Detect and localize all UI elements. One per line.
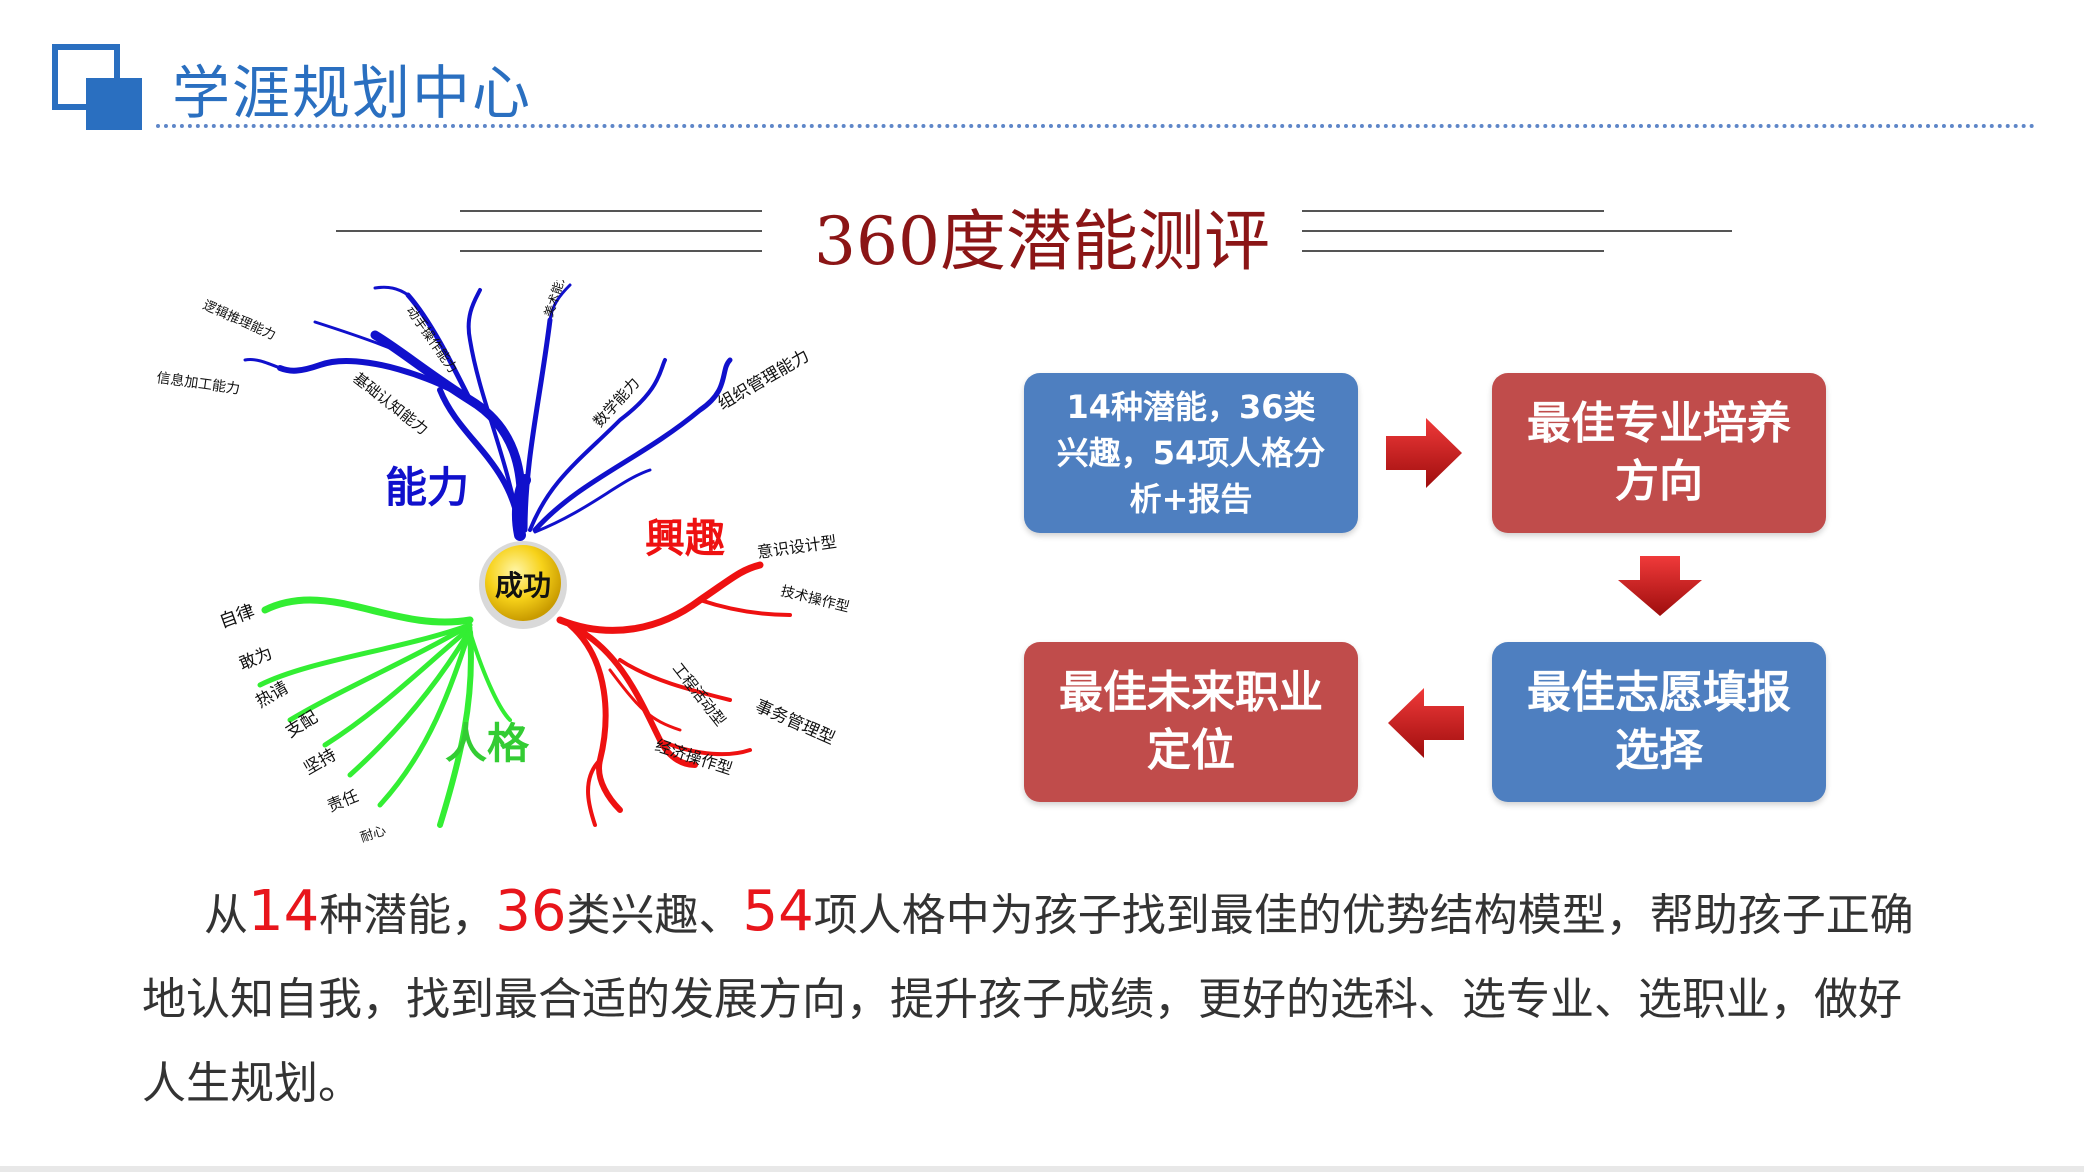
branch-label: 责任 (324, 786, 361, 816)
header-divider (156, 124, 2036, 128)
decor-line (1302, 210, 1604, 212)
desc-text: 从 (204, 890, 248, 941)
decor-line (1302, 250, 1604, 252)
branch-label: 信息加工能力 (155, 369, 241, 398)
branch-label: 技术操作型 (779, 583, 851, 615)
success-mindmap: 成功 能力 興趣 人格 逻辑推理能力 信息加工能力 基础认知能力 动手操作能力 … (155, 280, 851, 846)
branch-label: 基础认知能力 (350, 369, 432, 439)
highlight-number: 14 (248, 879, 320, 944)
branch-label: 美术能力 (542, 280, 570, 319)
interest-label: 興趣 (645, 515, 725, 562)
logo-icon (52, 44, 142, 130)
decor-line (460, 210, 762, 212)
personality-branches (257, 596, 512, 828)
page-title: 学涯规划中心 (172, 59, 533, 127)
branch-label: 组织管理能力 (715, 346, 813, 414)
description-paragraph: 从14种潜能，36类兴趣、54项人格中为孩子找到最佳的优势结构模型，帮助孩子正确… (142, 870, 1942, 1126)
arrow-left-icon (1388, 688, 1464, 758)
flow-box-career-positioning: 最佳未来职业 定位 (1024, 642, 1358, 802)
branch-label: 工程活动型 (669, 659, 729, 729)
desc-text: 项人格中为孩子找到最佳的优势结构模型，帮助孩子正确地认知自我，找到最合适的发展方… (142, 890, 1914, 1109)
success-ball (479, 541, 567, 629)
ability-label: 能力 (385, 463, 469, 512)
highlight-number: 36 (495, 879, 567, 944)
flow-box-analysis: 14种潜能，36类 兴趣，54项人格分 析+报告 (1024, 373, 1358, 533)
decor-line (1302, 230, 1732, 232)
bottom-divider (0, 1166, 2084, 1172)
branch-label: 逻辑推理能力 (200, 298, 277, 343)
branch-label: 支配 (282, 707, 321, 742)
section-title: 360度潜能测评 (814, 203, 1270, 280)
desc-text: 种潜能， (319, 890, 496, 941)
branch-label: 敢为 (236, 643, 275, 674)
flow-box-application-choice: 最佳志愿填报 选择 (1492, 642, 1826, 802)
branch-label: 自律 (217, 601, 258, 633)
branch-label: 坚持 (301, 745, 340, 779)
branch-label: 经济操作型 (653, 736, 735, 779)
decor-line (460, 250, 762, 252)
flow-box-major-direction: 最佳专业培养 方向 (1492, 373, 1826, 533)
arrow-right-icon (1386, 418, 1462, 488)
arrow-down-icon (1618, 556, 1702, 616)
branch-label: 意识设计型 (756, 532, 838, 562)
highlight-number: 54 (742, 879, 814, 944)
interest-branches (556, 561, 792, 827)
ability-branches (243, 283, 733, 541)
branch-label: 事务管理型 (752, 696, 838, 749)
decor-line (336, 230, 762, 232)
center-label: 成功 (495, 569, 551, 602)
personality-label: 人格 (445, 719, 530, 768)
branch-label: 耐心 (359, 823, 388, 845)
desc-text: 类兴趣、 (566, 890, 743, 941)
